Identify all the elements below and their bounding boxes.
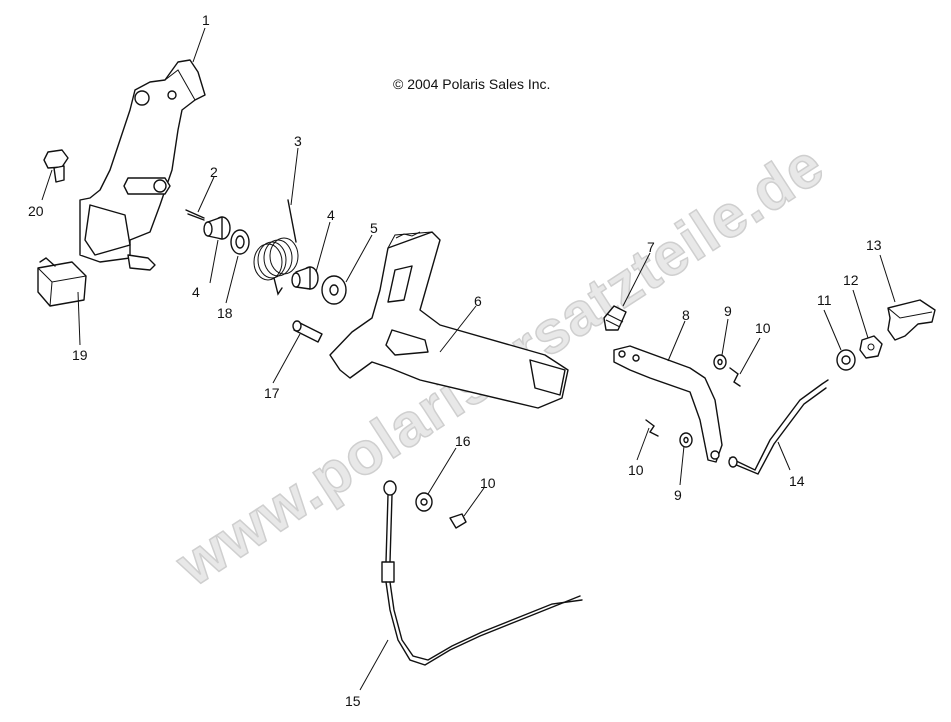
part-16-washer	[415, 492, 433, 512]
part-12-nut	[859, 335, 883, 359]
callout-4-lower: 4	[192, 284, 200, 300]
callout-10-cable: 10	[480, 475, 496, 491]
callout-17: 17	[264, 385, 280, 401]
part-4-bushing	[203, 216, 231, 240]
part-8-lever	[613, 345, 723, 463]
callout-19: 19	[72, 347, 88, 363]
callout-12: 12	[843, 272, 859, 288]
part-9-washer-b	[679, 432, 693, 448]
callout-1: 1	[202, 12, 210, 28]
copyright-notice: © 2004 Polaris Sales Inc.	[393, 76, 551, 92]
part-17-pin	[292, 320, 323, 343]
callout-20: 20	[28, 203, 44, 219]
callout-15: 15	[345, 693, 361, 709]
part-13-handle	[887, 299, 936, 341]
part-3-spring	[253, 199, 299, 296]
callout-4-upper: 4	[327, 207, 335, 223]
callout-13: 13	[866, 237, 882, 253]
leader-lines	[41, 27, 896, 691]
callout-10-upper: 10	[755, 320, 771, 336]
callout-7: 7	[647, 239, 655, 255]
part-6-pedal	[329, 231, 569, 409]
callout-9-lower: 9	[674, 487, 682, 503]
callout-9-upper: 9	[724, 303, 732, 319]
part-18-washer	[230, 229, 250, 255]
part-5-washer	[321, 275, 347, 305]
part-15-cable	[381, 480, 583, 666]
part-11-bushing	[836, 349, 856, 371]
part-10-clip-c	[449, 513, 467, 529]
part-9-washer	[713, 354, 727, 370]
part-2-pin	[185, 209, 205, 221]
part-10-clip-b	[645, 419, 659, 437]
part-14-rod	[728, 379, 829, 475]
part-19-switch	[37, 257, 87, 307]
part-1-bracket	[79, 59, 206, 271]
callout-labels: 1 2 3 4 5 6 7 8 9 10 11 12 13 14 15 16 1…	[28, 12, 882, 709]
callout-16: 16	[455, 433, 471, 449]
callout-10-lower: 10	[628, 462, 644, 478]
callout-11: 11	[817, 292, 832, 308]
part-20-bolt	[43, 149, 69, 183]
part-10-clip	[729, 367, 741, 387]
callout-3: 3	[294, 133, 302, 149]
callout-14: 14	[789, 473, 805, 489]
callout-18: 18	[217, 305, 233, 321]
part-4-bushing-b	[291, 266, 319, 290]
part-7-spring	[603, 305, 627, 331]
callout-2: 2	[210, 164, 218, 180]
callout-8: 8	[682, 307, 690, 323]
callout-5: 5	[370, 220, 378, 236]
callout-6: 6	[474, 293, 482, 309]
